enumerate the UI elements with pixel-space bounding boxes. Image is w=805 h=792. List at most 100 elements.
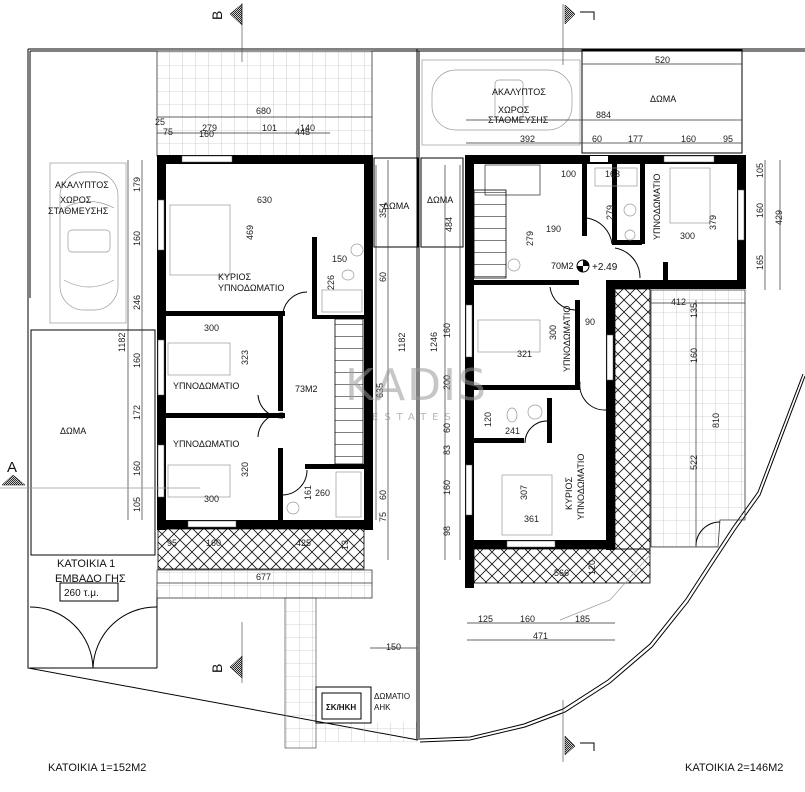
section-arrow-icon xyxy=(229,655,243,679)
unit1-parking-label-2: ΧΩΡΟΣ xyxy=(60,195,92,205)
unit2-footer-label: ΚΑΤΟΙΚΙΑ 2=146Μ2 xyxy=(685,762,783,774)
dim: 321 xyxy=(517,349,532,359)
unit2-roof-top-label: ΔΩΜΑ xyxy=(650,94,676,104)
dim: 163 xyxy=(605,169,620,179)
dim: 160 xyxy=(689,348,699,363)
unit1-bedroom3-label: ΥΠΝΟΔΩΜΑΤΙΟ xyxy=(173,439,239,449)
dim: 160 xyxy=(442,323,452,338)
dim: 95 xyxy=(723,134,733,144)
dim: 105 xyxy=(755,163,765,178)
dim: 60 xyxy=(378,272,388,282)
unit1-roof-right xyxy=(373,157,419,248)
dim: 354 xyxy=(378,203,388,218)
dim: 810 xyxy=(711,413,721,428)
dim: 105 xyxy=(132,497,142,512)
unit1-master-bedroom-label-1: ΚΥΡΙΟΣ xyxy=(218,272,252,282)
unit1-roof-left xyxy=(30,329,156,556)
dim: 241 xyxy=(505,426,520,436)
unit2-planter-side xyxy=(614,288,651,550)
dim: 185 xyxy=(575,614,590,624)
unit2-parking-area xyxy=(421,59,581,146)
dim: 226 xyxy=(326,275,336,290)
unit2-master-bedroom-label-1: ΚΥΡΙΟΣ xyxy=(564,476,574,510)
section-arrow-icon xyxy=(564,735,576,756)
dim: 300 xyxy=(680,231,695,241)
dim: 412 xyxy=(671,297,686,307)
unit1-storage-label: ΣΚ/ΗΚΗ xyxy=(326,703,356,712)
dim: 379 xyxy=(708,215,718,230)
dim: 520 xyxy=(655,55,670,65)
dim: 1182 xyxy=(397,333,407,352)
dim: 677 xyxy=(256,572,271,582)
unit-1: ΑΚΑΛΥΠΤΟΣ ΧΩΡΟΣ ΣΤΑΘΜΕΥΣΗΣ ΔΩΜΑ xyxy=(29,50,419,774)
unit1-bed3 xyxy=(167,464,231,498)
dim: 160 xyxy=(520,614,535,624)
dim: 160 xyxy=(132,231,142,246)
unit2-master-bed xyxy=(501,474,553,536)
dim: 140 xyxy=(300,123,315,133)
unit2-roof-left-label: ΔΩΜΑ xyxy=(427,195,453,205)
section-arrow-icon xyxy=(229,3,243,26)
dim: 160 xyxy=(199,129,214,139)
unit1-bed2 xyxy=(167,342,231,376)
unit1-front-terrace xyxy=(156,50,373,157)
dim: 160 xyxy=(132,461,142,476)
unit2-bedroom-a-label: ΥΠΝΟΔΩΜΑΤΙΟ xyxy=(652,174,662,240)
unit2-bedB-bed xyxy=(477,319,541,353)
dim: 884 xyxy=(596,110,611,120)
dim: 680 xyxy=(256,106,271,116)
dim: 425 xyxy=(296,538,311,548)
dim: 471 xyxy=(533,631,548,641)
unit1-roof-right-label: ΔΩΜΑ xyxy=(383,201,409,211)
dim: 200 xyxy=(442,375,452,390)
dim: 160 xyxy=(206,538,221,548)
dim: 150 xyxy=(332,254,347,264)
unit-2: ΑΚΑΛΥΠΤΟΣ ΧΩΡΟΣ ΣΤΑΘΜΕΥΣΗΣ ΔΩΜΑ ΔΩΜΑ xyxy=(420,49,784,774)
dim: 120 xyxy=(483,412,493,427)
unit2-floor-area: 70Μ2 xyxy=(551,261,574,271)
unit1-staircase xyxy=(334,318,364,465)
unit1-parking-label-1: ΑΚΑΛΥΠΤΟΣ xyxy=(55,180,109,190)
dim: 25 xyxy=(155,117,165,127)
unit1-bedroom2-label: ΥΠΝΟΔΩΜΑΤΙΟ xyxy=(173,381,239,391)
dim: 75 xyxy=(163,127,173,137)
unit1-utility-label-2: ΑΗΚ xyxy=(374,703,391,712)
dim: 120 xyxy=(587,560,597,575)
unit2-master-bedroom-label-2: ΥΠΝΟΔΩΜΑΤΙΟ xyxy=(576,454,586,520)
dim: 100 xyxy=(561,169,576,179)
unit2-staircase xyxy=(473,189,507,279)
dim: 635 xyxy=(375,383,385,398)
unit1-floor-area: 73Μ2 xyxy=(295,384,318,394)
car-icon xyxy=(59,171,119,311)
dim: 172 xyxy=(132,405,142,420)
dim: 279 xyxy=(202,123,217,133)
unit1-parking-area xyxy=(49,162,127,324)
dim: 150 xyxy=(386,642,401,652)
dim: 75 xyxy=(378,512,388,522)
unit1-parking-label-3: ΣΤΑΘΜΕΥΣΗΣ xyxy=(48,206,109,216)
dim: 260 xyxy=(315,488,330,498)
unit1-planter xyxy=(157,528,365,570)
unit1-roof-left-label: ΔΩΜΑ xyxy=(60,426,86,436)
unit1-master-bedroom-label-2: ΥΠΝΟΔΩΜΑΤΙΟ xyxy=(218,283,284,293)
dim: 307 xyxy=(519,485,529,500)
dim: 246 xyxy=(132,295,142,310)
dim: 60 xyxy=(442,423,452,433)
section-label: B xyxy=(209,664,225,673)
unit2-planter-bottom xyxy=(473,548,651,584)
unit1-rear-terrace xyxy=(156,569,373,599)
dim: 279 xyxy=(605,205,615,220)
dim: 279 xyxy=(525,231,535,246)
section-arrow-icon xyxy=(564,4,576,25)
dim: 125 xyxy=(478,614,493,624)
unit1-footer-label: ΚΑΤΟΙΚΙΑ 1=152Μ2 xyxy=(48,762,146,774)
dim: 361 xyxy=(524,514,539,524)
unit2-terrace xyxy=(650,289,746,548)
dim: 429 xyxy=(774,210,784,225)
dim: 300 xyxy=(548,325,558,340)
dim: 1246 xyxy=(429,332,439,352)
watermark-sub: ESTATES xyxy=(372,412,457,423)
section-marker-b-bottom: B xyxy=(209,622,243,683)
dim: 300 xyxy=(204,323,219,333)
dim: 98 xyxy=(442,526,452,536)
